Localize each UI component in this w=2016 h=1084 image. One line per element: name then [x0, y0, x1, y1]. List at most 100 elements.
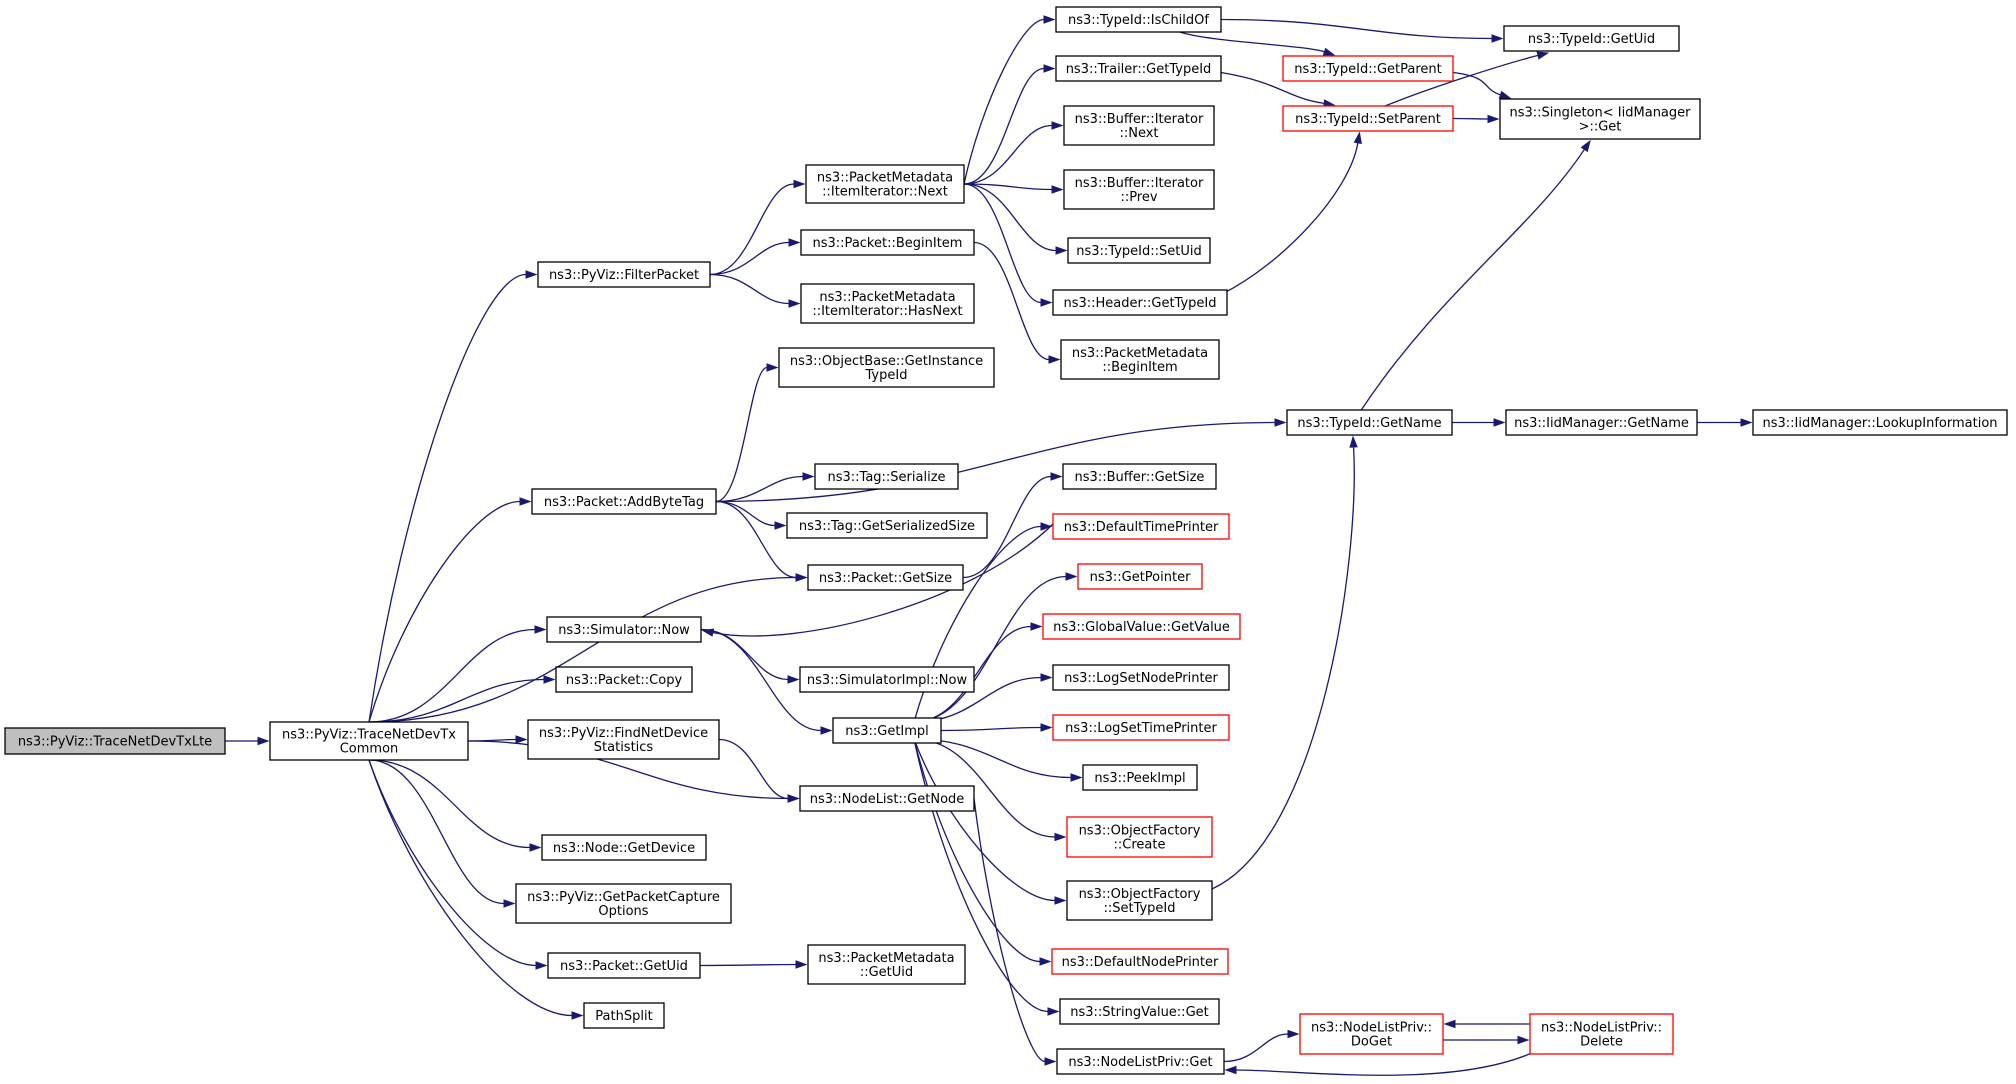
node-box: [1052, 289, 1228, 316]
node-ns3-packet-copy[interactable]: ns3::Packet::Copy: [555, 666, 693, 693]
node-label: Common: [340, 742, 399, 757]
node-ns3-node-getdevice[interactable]: ns3::Node::GetDevice: [541, 834, 707, 861]
edge-line: [715, 500, 797, 579]
node-ns3-packet-getuid[interactable]: ns3::Packet::GetUid: [547, 952, 701, 979]
node-label: ns3::ObjectFactory: [1079, 887, 1201, 902]
node-ns3-defaultnodeprinter[interactable]: ns3::DefaultNodePrinter: [1051, 948, 1229, 975]
node-ns3-nodelistpriv-doget[interactable]: ns3::NodeListPriv::DoGet: [1299, 1013, 1444, 1055]
node-box: [1052, 714, 1230, 741]
edge-line: [962, 475, 1052, 579]
node-ns3-pyviz-filterpacket[interactable]: ns3::PyViz::FilterPacket: [537, 261, 711, 288]
node-label: ns3::IidManager::GetName: [1514, 416, 1689, 431]
node-ns3-packet-getsize[interactable]: ns3::Packet::GetSize: [807, 564, 964, 591]
arrowhead: [1224, 1065, 1237, 1075]
node-label: ns3::LogSetNodePrinter: [1064, 671, 1218, 686]
node-ns3-buffer-getsize[interactable]: ns3::Buffer::GetSize: [1062, 463, 1217, 490]
edge-n22-to-n46: [1220, 18, 1504, 43]
node-ns3-objectfactory-settypeid[interactable]: ns3::ObjectFactory::SetTypeId: [1066, 880, 1213, 921]
node-ns3-nodelist-getnode[interactable]: ns3::NodeList::GetNode: [799, 785, 975, 812]
node-ns3-tag-getserializedsize[interactable]: ns3::Tag::GetSerializedSize: [786, 512, 988, 539]
node-box: [555, 666, 693, 693]
node-ns3-typeid-getparent[interactable]: ns3::TypeId::GetParent: [1282, 55, 1454, 82]
edge-n11-to-n23: [963, 64, 1056, 185]
node-ns3-typeid-setparent[interactable]: ns3::TypeId::SetParent: [1282, 105, 1454, 132]
edge-n42-to-n46: [1384, 51, 1550, 107]
edge-n42-to-n47: [1452, 114, 1500, 124]
node-label: ns3::PacketMetadata: [819, 290, 955, 305]
node-ns3-stringvalue-get[interactable]: ns3::StringValue::Get: [1059, 998, 1220, 1025]
edge-n1-to-n7: [368, 759, 542, 852]
node-ns3-nodelistpriv-get[interactable]: ns3::NodeListPriv::Get: [1056, 1048, 1225, 1075]
node-label: Statistics: [594, 740, 654, 755]
edge-line: [368, 759, 531, 849]
node-ns3-tag-serialize[interactable]: ns3::Tag::Serialize: [814, 463, 959, 490]
node-ns3-iidmanager-lookupinformation[interactable]: ns3::IidManager::LookupInformation: [1752, 409, 2008, 436]
arrowhead: [701, 628, 715, 637]
node-box: [807, 944, 966, 985]
arrowhead: [515, 735, 528, 744]
node-ns3-packet-addbytetag[interactable]: ns3::Packet::AddByteTag: [531, 488, 717, 515]
node-box: [1059, 998, 1220, 1025]
node-pathsplit[interactable]: PathSplit: [583, 1002, 665, 1029]
node-box: [546, 616, 702, 643]
node-ns3-typeid-setuid[interactable]: ns3::TypeId::SetUid: [1067, 237, 1211, 264]
arrowhead: [1349, 435, 1358, 448]
node-ns3-getimpl[interactable]: ns3::GetImpl: [832, 717, 942, 744]
arrowhead: [1050, 472, 1063, 481]
node-label: ns3::GlobalValue::GetValue: [1053, 620, 1230, 635]
node-ns3-singleton-iidmanager-get[interactable]: ns3::Singleton< IidManager >::Get: [1499, 98, 1701, 140]
node-ns3-logsetnodeprinter[interactable]: ns3::LogSetNodePrinter: [1052, 664, 1230, 691]
edge-n19-to-n38: [913, 738, 1052, 966]
node-ns3-typeid-getuid[interactable]: ns3::TypeId::GetUid: [1503, 25, 1680, 52]
node-ns3-objectfactory-create[interactable]: ns3::ObjectFactory::Create: [1066, 816, 1213, 858]
node-ns3-packet-beginitem[interactable]: ns3::Packet::BeginItem: [800, 229, 975, 256]
node-ns3-simulatorimpl-now[interactable]: ns3::SimulatorImpl::Now: [799, 666, 975, 693]
node-label: ::Next: [1119, 126, 1158, 141]
node-ns3-peekimpl[interactable]: ns3::PeekImpl: [1082, 764, 1198, 791]
edge-n1-to-n4: [368, 625, 547, 723]
node-box: [799, 785, 975, 812]
node-ns3-packetmetadata-getuid[interactable]: ns3::PacketMetadata::GetUid: [807, 944, 966, 985]
node-ns3-simulator-now[interactable]: ns3::Simulator::Now: [546, 616, 702, 643]
node-label: ns3::PyViz::FilterPacket: [549, 268, 699, 283]
edge-n1-to-n10: [368, 759, 584, 1020]
edge-n11-to-n25: [963, 183, 1064, 194]
node-box: [1055, 6, 1222, 33]
node-ns3-globalvalue-getvalue[interactable]: ns3::GlobalValue::GetValue: [1042, 613, 1241, 640]
node-ns3-trailer-gettypeid[interactable]: ns3::Trailer::GetTypeId: [1055, 55, 1222, 82]
arrowhead: [1443, 1019, 1456, 1029]
node-ns3-pyviz-tracenetdevtxlte[interactable]: ns3::PyViz::TraceNetDevTxLte: [4, 727, 226, 755]
node-ns3-buffer-iterator-prev[interactable]: ns3::Buffer::Iterator::Prev: [1063, 169, 1215, 210]
node-box: [800, 229, 975, 256]
node-label: ns3::PyViz::FindNetDevice: [539, 726, 708, 741]
node-label: ns3::Buffer::Iterator: [1075, 112, 1204, 127]
edge-line: [1221, 142, 1359, 295]
node-label: DoGet: [1351, 1035, 1392, 1050]
edge-line: [712, 519, 1058, 637]
node-ns3-nodelistpriv-delete[interactable]: ns3::NodeListPriv::Delete: [1529, 1013, 1674, 1055]
node-ns3-header-gettypeid[interactable]: ns3::Header::GetTypeId: [1052, 289, 1228, 316]
edge-line: [1220, 18, 1493, 40]
node-label: ns3::ObjectFactory: [1079, 824, 1201, 839]
node-ns3-defaulttimeprinter[interactable]: ns3::DefaultTimePrinter: [1052, 513, 1230, 540]
node-label: ns3::Buffer::Iterator: [1075, 176, 1204, 191]
node-box: [269, 721, 469, 761]
node-ns3-packetmetadata-itemiterator-hasnext[interactable]: ns3::PacketMetadata::ItemIterator::HasNe…: [800, 283, 975, 324]
arrowhead: [820, 726, 833, 735]
node-ns3-logsettimeprinter[interactable]: ns3::LogSetTimePrinter: [1052, 714, 1230, 741]
node-ns3-typeid-ischildof[interactable]: ns3::TypeId::IsChildOf: [1055, 6, 1222, 33]
arrowhead: [766, 363, 779, 372]
node-ns3-typeid-getname[interactable]: ns3::TypeId::GetName: [1286, 409, 1453, 436]
node-ns3-packetmetadata-itemiterator-next[interactable]: ns3::PacketMetadata::ItemIterator::Next: [805, 164, 965, 204]
node-ns3-buffer-iterator-next[interactable]: ns3::Buffer::Iterator::Next: [1063, 105, 1215, 146]
edge-n43-to-n48: [1451, 418, 1506, 427]
node-ns3-getpointer[interactable]: ns3::GetPointer: [1077, 563, 1203, 590]
node-label: ::Create: [1114, 838, 1166, 853]
node-ns3-iidmanager-getname[interactable]: ns3::IidManager::GetName: [1505, 409, 1698, 436]
node-box: [1499, 98, 1701, 140]
node-ns3-packetmetadata-beginitem[interactable]: ns3::PacketMetadata::BeginItem: [1060, 339, 1220, 380]
